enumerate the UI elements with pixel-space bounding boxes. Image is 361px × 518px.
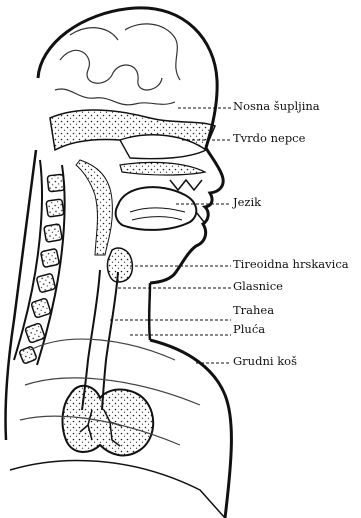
label-vocal-cords: Glasnice [233,281,283,293]
larynx [107,248,132,282]
brain-folds [55,24,180,105]
label-trachea: Trahea [233,305,274,317]
label-nasal-cavity: Nosna šupljina [233,101,320,113]
diaphragm [10,460,225,518]
label-tongue: Jezik [233,197,261,209]
label-rib-cage: Grudni koš [233,356,297,368]
upper-teeth [170,180,202,190]
chest-outline [150,340,231,518]
tongue-shape [116,187,197,230]
label-lungs: Pluća [233,324,265,336]
lungs-shape [63,386,154,456]
neck-front [149,283,150,340]
label-hard-palate: Tvrdo nepce [233,133,305,145]
pharynx-tissue [76,160,112,255]
hard-palate [120,162,205,175]
label-thyroid-cartilage: Tireoidna hrskavica [233,259,349,271]
